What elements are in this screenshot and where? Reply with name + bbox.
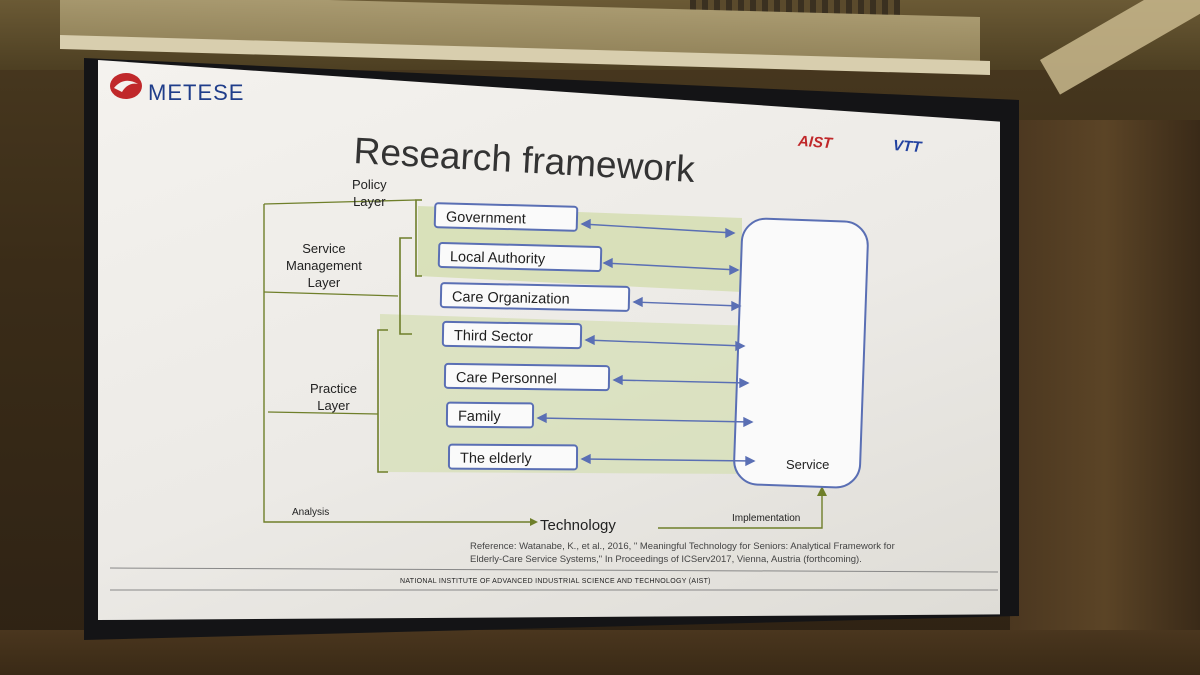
reference-line-2: Elderly-Care Service Systems," In Procee…: [470, 554, 862, 565]
aist-logo: AIST: [797, 132, 833, 153]
technology-label: Technology: [540, 517, 616, 534]
door-frame: [1010, 120, 1200, 675]
arrow-third-sector: [585, 339, 745, 347]
arrow-the-elderly-head-left: [580, 453, 591, 465]
actor-family[interactable]: Family: [445, 401, 535, 429]
metese-logo-mark: [110, 73, 142, 99]
service-connector: [263, 291, 399, 297]
implementation-line: [658, 494, 823, 529]
arrow-government-head-right: [725, 227, 736, 239]
analysis-label: Analysis: [292, 507, 330, 518]
actor-care-personnel[interactable]: Care Personnel: [443, 362, 611, 392]
policy-bracket: [415, 199, 422, 277]
arrow-local-authority: [603, 262, 739, 271]
slide-bottom-rule-1: [109, 567, 999, 573]
arrow-local-authority-head-right: [729, 264, 740, 276]
actor-third-sector[interactable]: Third Sector: [441, 320, 583, 350]
arrow-local-authority-head-left: [602, 257, 613, 269]
actor-the-elderly[interactable]: The elderly: [447, 443, 579, 471]
wall: [0, 630, 1200, 675]
arrow-care-organization-head-right: [731, 300, 742, 312]
practice-bracket: [377, 329, 388, 473]
arrow-care-personnel-head-right: [739, 377, 750, 389]
arrow-family: [537, 417, 753, 423]
arrow-care-personnel-head-left: [612, 374, 623, 386]
arrow-family-head-left: [536, 412, 547, 424]
arrow-the-elderly-head-right: [745, 455, 756, 467]
technology-arrowhead: [530, 518, 538, 526]
implementation-arrowhead: [817, 486, 827, 496]
practice-layer-label: Practice Layer: [310, 381, 357, 413]
service-management-layer-label: Service Management Layer: [286, 241, 362, 290]
arrow-government-head-left: [580, 218, 591, 230]
arrow-third-sector-head-left: [584, 334, 595, 346]
service-bracket: [399, 237, 412, 335]
arrow-care-organization: [633, 301, 741, 307]
arrow-care-personnel: [613, 379, 749, 384]
implementation-label: Implementation: [732, 513, 801, 524]
arrow-third-sector-head-right: [735, 340, 746, 352]
service-label: Service: [786, 457, 830, 472]
actor-government[interactable]: Government: [433, 202, 579, 232]
arrow-family-head-right: [743, 416, 754, 428]
metese-logo-text: METESE: [148, 80, 245, 105]
left-frame-line: [263, 204, 530, 523]
practice-connector: [267, 411, 379, 415]
reference-line-1: Reference: Watanabe, K., et al., 2016, "…: [470, 541, 895, 552]
arrow-government: [581, 223, 735, 234]
arrow-the-elderly: [581, 458, 755, 462]
vtt-logo: VTT: [892, 137, 922, 156]
arrow-care-organization-head-left: [632, 296, 643, 308]
actor-care-organization[interactable]: Care Organization: [439, 282, 631, 312]
service-box: [733, 217, 869, 489]
policy-connector: [263, 199, 417, 205]
policy-layer-label: Policy Layer: [352, 177, 387, 209]
slide-footer: NATIONAL INSTITUTE OF ADVANCED INDUSTRIA…: [400, 578, 711, 585]
actor-local-authority[interactable]: Local Authority: [437, 241, 603, 273]
practice-band: [380, 314, 756, 474]
